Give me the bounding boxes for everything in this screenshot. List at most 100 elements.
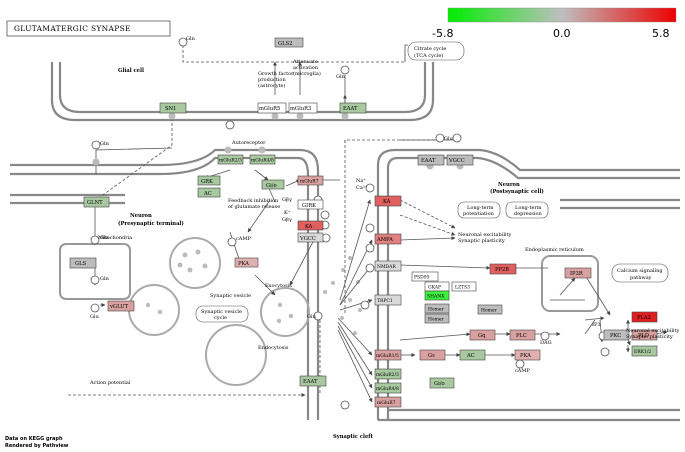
svg-text:PKA: PKA	[520, 353, 531, 359]
pathway-edges	[68, 44, 668, 403]
gene-pka-post[interactable]: PKA	[514, 349, 541, 361]
svg-text:Homer: Homer	[428, 307, 445, 313]
svg-text:PKC: PKC	[610, 333, 621, 339]
svg-text:AC: AC	[203, 191, 212, 197]
svg-text:Homer: Homer	[428, 317, 445, 323]
gene-eaat-glia[interactable]: EAAT	[339, 102, 367, 114]
postsyn-sub: (Postsynaptic cell)	[490, 188, 544, 195]
svg-text:Synaptic plasticity: Synaptic plasticity	[458, 238, 505, 244]
gene-mglur48-post[interactable]: mGluR4/8	[374, 382, 402, 394]
svg-text:Mitochondria: Mitochondria	[98, 235, 132, 241]
gene-pp2b[interactable]: PP2B	[489, 263, 517, 275]
svg-text:GRK: GRK	[201, 179, 213, 185]
gene-ac-pre[interactable]: AC	[197, 187, 221, 198]
svg-text:Gln: Gln	[186, 36, 196, 42]
gene-sn1-glia[interactable]: SN1	[159, 102, 187, 114]
svg-text:Gβγ: Gβγ	[282, 197, 292, 203]
svg-text:EAAT: EAAT	[343, 106, 358, 112]
svg-text:PLC: PLC	[516, 333, 527, 339]
gene-shank[interactable]: SHANK	[424, 290, 450, 301]
svg-text:Neuronal excitability: Neuronal excitability	[458, 232, 512, 238]
svg-text:ERK1/2: ERK1/2	[634, 349, 651, 355]
svg-text:activation: activation	[293, 65, 319, 71]
gene-gio[interactable]: Gi/o	[261, 179, 285, 190]
svg-text:Autoreceptor: Autoreceptor	[231, 140, 266, 146]
gene-mglur48[interactable]: mGluR4/8	[249, 154, 276, 165]
gene-glnt[interactable]: GLNT	[83, 196, 110, 208]
svg-text:Homer: Homer	[481, 308, 498, 314]
gene-erk[interactable]: ERK1/2	[631, 345, 658, 357]
gene-vgcc-pre[interactable]: VGCC	[297, 232, 324, 243]
gene-pld[interactable]: PLD	[631, 329, 658, 341]
scale-mid-label: 0.0	[553, 27, 571, 40]
svg-text:mGluR7: mGluR7	[377, 400, 396, 406]
gene-gs[interactable]: Gs	[419, 349, 446, 361]
gene-gls[interactable]: GLS	[69, 257, 97, 269]
gene-plc[interactable]: PLC	[509, 329, 536, 341]
svg-text:Growth factor: Growth factor	[258, 71, 294, 77]
svg-text:SN1: SN1	[165, 106, 176, 112]
gene-mglur23-post[interactable]: mGluR2/3	[374, 368, 402, 380]
svg-text:AMPA: AMPA	[376, 237, 393, 243]
gene-eaat-cleft[interactable]: EAAT	[299, 375, 327, 387]
page-title: GLUTAMATERGIC SYNAPSE	[14, 24, 131, 33]
svg-text:mGluR5: mGluR5	[259, 106, 280, 112]
gene-mglur7-post[interactable]: mGluR7	[374, 396, 402, 408]
gene-gkap[interactable]: GKAP	[424, 281, 450, 292]
gene-lzts3[interactable]: LZTS3	[451, 281, 477, 292]
svg-text:PLD: PLD	[638, 333, 649, 339]
svg-text:KA: KA	[305, 224, 313, 230]
gene-gio-post[interactable]: Gi/o	[429, 377, 455, 389]
svg-text:DAG: DAG	[540, 340, 552, 346]
gene-homer-3[interactable]: Homer	[477, 304, 503, 315]
gene-mglur15[interactable]: mGluR1/5	[374, 349, 402, 361]
gene-vglut[interactable]: vGLUT	[107, 300, 135, 312]
svg-text:SHANK: SHANK	[427, 294, 445, 300]
gene-nmdar[interactable]: NMDAR	[374, 260, 402, 272]
gene-vgcc-post[interactable]: VGCC	[446, 154, 474, 166]
gene-girk[interactable]: GIRK	[297, 199, 324, 210]
gene-ka-pre[interactable]: KA	[297, 220, 324, 231]
svg-text:AC: AC	[466, 353, 475, 359]
gene-ka-post[interactable]: KA	[374, 195, 402, 207]
gene-pka-pre[interactable]: PKA	[234, 257, 259, 268]
svg-text:Long-term: Long-term	[515, 205, 542, 211]
gene-ampa[interactable]: AMPA	[374, 233, 402, 245]
gene-homer-2[interactable]: Homer	[424, 313, 450, 324]
gene-gq[interactable]: Gq	[469, 329, 496, 341]
gene-psd95[interactable]: PSD95	[411, 271, 439, 282]
svg-text:Gs: Gs	[428, 353, 435, 359]
svg-text:Gβγ: Gβγ	[282, 217, 292, 223]
gene-eaat-post[interactable]: EAAT	[417, 154, 445, 166]
svg-text:vGLUT: vGLUT	[109, 304, 129, 310]
gene-mglur23[interactable]: mGluR2/3	[217, 154, 244, 165]
color-scale-bar	[447, 7, 677, 23]
gene-ac-post[interactable]: AC	[459, 349, 486, 361]
svg-text:mGluR1/5: mGluR1/5	[376, 353, 399, 359]
ltp-box	[457, 201, 501, 219]
svg-text:Glu: Glu	[90, 314, 100, 320]
svg-text:IP3: IP3	[592, 322, 601, 328]
gene-gls2[interactable]: GLS2	[274, 37, 304, 48]
gene-trpc1[interactable]: TRPC1	[374, 294, 402, 306]
svg-text:Gi/o: Gi/o	[266, 183, 277, 189]
synvesicle-cycle-box	[195, 305, 249, 323]
svg-text:of glutamate release: of glutamate release	[228, 204, 280, 210]
gene-mglur3-glia[interactable]: mGluR3	[288, 102, 318, 114]
svg-text:cAMP: cAMP	[236, 236, 252, 242]
gene-pla2[interactable]: PLA2	[631, 311, 658, 323]
gene-homer-1[interactable]: Homer	[424, 303, 450, 314]
svg-text:VGCC: VGCC	[448, 158, 465, 164]
presyn-title: Neuron	[130, 213, 152, 219]
gene-mglur7[interactable]: mGluR7	[297, 175, 324, 186]
gene-pkc[interactable]: PKC	[603, 329, 630, 341]
svg-text:depression: depression	[514, 211, 542, 217]
svg-text:LZTS3: LZTS3	[455, 285, 470, 291]
svg-text:pathway: pathway	[630, 275, 652, 281]
scale-max-label: 5.8	[652, 27, 670, 40]
gene-ip3r[interactable]: IP3R	[564, 267, 592, 279]
gene-mglur5-glia[interactable]: mGluR5	[257, 102, 287, 114]
gene-grk[interactable]: GRK	[197, 175, 221, 186]
svg-text:Endocytosis: Endocytosis	[258, 345, 289, 351]
